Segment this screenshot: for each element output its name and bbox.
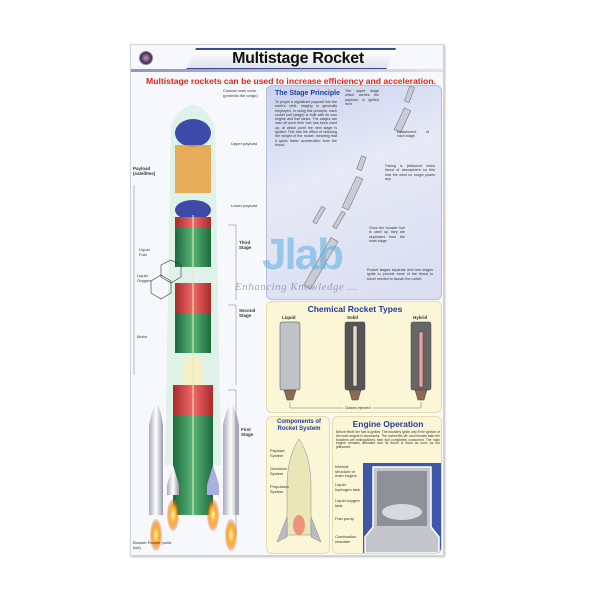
chemical-types-title: Chemical Rocket Types — [307, 304, 403, 314]
stage-note-4: Once the booster fuel is used up, they a… — [369, 226, 405, 243]
engine-operation-panel: Engine Operation Before liftoff, the fue… — [332, 416, 442, 554]
type-liquid-label: Liquid — [282, 315, 296, 320]
label-liquid-fuel: Liquid Fuel — [139, 247, 150, 257]
chemical-rocket-types-panel: Chemical Rocket Types Liquid Solid Hybri… — [266, 301, 442, 413]
multistage-rocket-poster: Multistage Rocket Multistage rockets can… — [130, 44, 444, 556]
stage-principle-panel: The Stage Principle To propel a signific… — [266, 85, 442, 300]
page-title: Multistage Rocket — [232, 50, 364, 67]
watermark-tagline: Enhancing Knowledge ... — [235, 281, 358, 293]
rocket-components-illustration — [276, 438, 322, 543]
type-solid-label: Solid — [347, 315, 358, 320]
engine-label-hydrogen: Liquid hydrogen tank — [335, 482, 361, 492]
engine-text: Before liftoff, the fuel is ignited. The… — [336, 430, 440, 450]
stage-principle-title: The Stage Principle — [275, 90, 340, 97]
engine-label-combustion: Combustion chamber — [335, 534, 357, 544]
subtitle: Multistage rockets can be used to increa… — [146, 76, 436, 86]
label-liquid-oxygen: Liquid Oxygen — [137, 273, 151, 283]
stage-note-3: Fairing is jettisoned when thrust of atm… — [385, 164, 435, 181]
label-booster-rocket: Booster Rocket (solid fuel) — [133, 540, 172, 550]
engine-label-fuel-pump: Fuel pump — [335, 516, 354, 521]
label-first-stage: First Stage — [241, 427, 254, 437]
watermark-brand: Jlab — [262, 230, 344, 279]
label-lower-payload: Lower payload — [231, 203, 258, 208]
stage-separation-illustration — [303, 86, 415, 290]
engine-illustration — [363, 463, 441, 553]
label-payload: Payload (satellites) — [133, 166, 156, 176]
components-title: Components of Rocket System — [277, 419, 321, 432]
logo-emblem — [139, 51, 153, 65]
rocket-illustration — [133, 105, 239, 551]
label-nose-cone: Conical nose cone (protects the cargo) — [223, 88, 258, 98]
label-second-stage: Second Stage — [239, 308, 256, 318]
stage-principle-text: To propel a significant payload into the… — [275, 100, 337, 147]
component-propulsion: Propulsion System — [270, 484, 289, 494]
stage-note-1: The upper stage which carries the payloa… — [345, 89, 379, 106]
type-hybrid-label: Hybrid — [413, 315, 428, 320]
engine-label-oxygen: Liquid oxygen tank — [335, 498, 360, 508]
label-motor: Motor — [137, 334, 148, 339]
engine-label-structure: Internal structure of main engine — [335, 464, 357, 478]
engine-title: Engine Operation — [352, 419, 424, 429]
stage-note-2: Detachment of each stage. — [397, 130, 429, 139]
stage-note-5: Rocket stages separate and new stages ig… — [367, 268, 433, 281]
rocket-types-illustration — [279, 321, 432, 409]
components-panel: Components of Rocket System Payload Syst… — [266, 416, 330, 554]
divider — [131, 69, 443, 72]
component-guidance: Guidance System — [270, 466, 288, 476]
gases-ejected-label: Gases ejected — [343, 405, 373, 411]
component-payload: Payload System — [270, 448, 285, 458]
label-upper-payload: Upper payload — [231, 141, 258, 146]
label-third-stage: Third Stage — [239, 240, 252, 250]
